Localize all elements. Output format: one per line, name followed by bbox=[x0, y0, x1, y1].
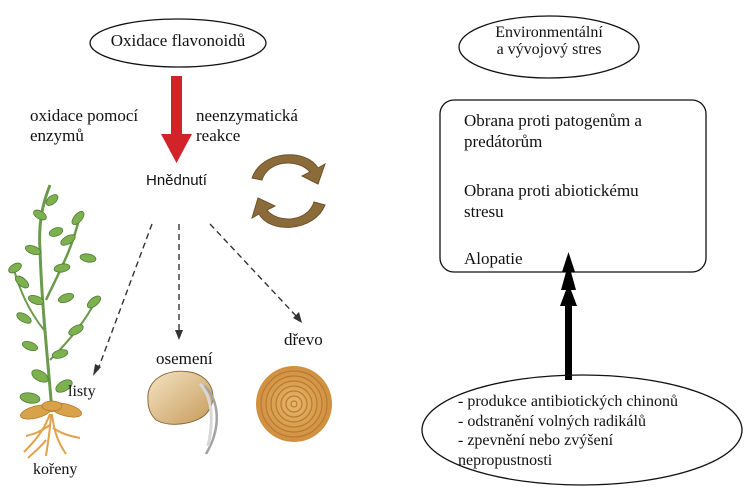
roots-label: kořeny bbox=[33, 460, 77, 479]
enzymatic-label-line2: enzymů bbox=[30, 126, 138, 146]
leaves-label: listy bbox=[68, 382, 96, 401]
defense-item-allelopathy-line1: Alopatie bbox=[464, 248, 523, 269]
defense-item-pathogens-line1: Obrana proti patogenům a bbox=[464, 110, 642, 131]
defense-item-allelopathy: Alopatie bbox=[464, 248, 523, 269]
browning-label: Hnědnutí bbox=[146, 172, 207, 190]
enzymatic-label: oxidace pomocí enzymů bbox=[30, 106, 138, 147]
effect-impermeability: nepropustnosti bbox=[458, 451, 678, 471]
cycle-arrows-icon bbox=[252, 155, 325, 228]
defense-item-abiotic-line1: Obrana proti abiotickému bbox=[464, 180, 639, 201]
seed-coat-label: osemení bbox=[156, 349, 213, 369]
enzymatic-label-line1: oxidace pomocí bbox=[30, 106, 138, 126]
effect-strengthening: - zpevnění nebo zvýšení bbox=[458, 431, 678, 451]
defense-item-pathogens-line2: predátorům bbox=[464, 131, 642, 152]
red-down-arrow bbox=[161, 76, 192, 163]
effect-radicals: - odstranění volných radikálů bbox=[458, 412, 678, 432]
nonenzymatic-label-line1: neenzymatická bbox=[196, 106, 298, 126]
nonenzymatic-label-line2: reakce bbox=[196, 126, 298, 146]
black-up-arrow bbox=[560, 252, 577, 380]
wood-label: dřevo bbox=[284, 330, 323, 350]
wood-rings-illustration bbox=[256, 366, 332, 442]
stress-title: Environmentální a vývojový stres bbox=[468, 25, 630, 59]
defense-item-abiotic-line2: stresu bbox=[464, 201, 639, 222]
stress-title-line2: a vývojový stres bbox=[468, 42, 630, 59]
oxidation-title: Oxidace flavonoidů bbox=[96, 32, 260, 50]
nonenzymatic-label: neenzymatická reakce bbox=[196, 106, 298, 147]
defense-item-pathogens: Obrana proti patogenům a predátorům bbox=[464, 110, 642, 153]
effect-quinones: - produkce antibiotických chinonů bbox=[458, 392, 678, 412]
seed-illustration bbox=[148, 371, 217, 454]
effects-list: - produkce antibiotických chinonů - odst… bbox=[458, 392, 678, 470]
stress-title-line1: Environmentální bbox=[468, 25, 630, 42]
plant-illustration bbox=[7, 185, 103, 458]
defense-item-abiotic: Obrana proti abiotickému stresu bbox=[464, 180, 639, 223]
